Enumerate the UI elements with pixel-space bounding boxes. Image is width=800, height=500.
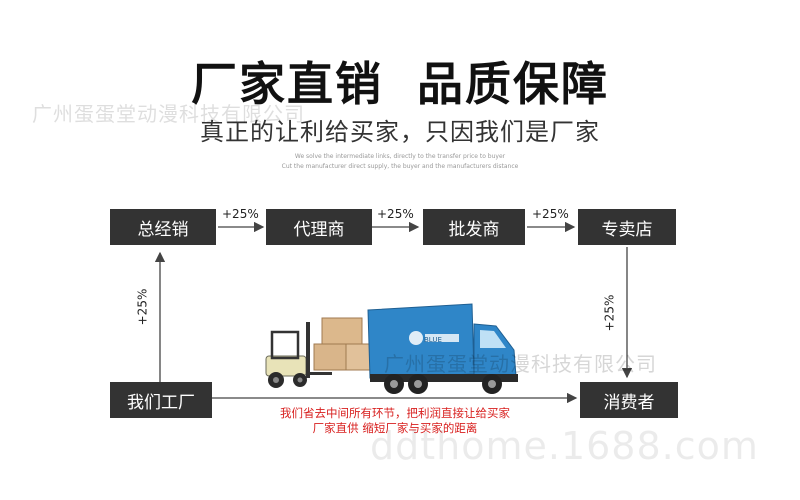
watermark-site: ddthome.1688.com — [370, 424, 759, 468]
direct-note-line-1: 我们省去中间所有环节，把利润直接让给买家 — [280, 406, 510, 420]
forklift-truck-illustration: BLUE — [265, 303, 518, 394]
direct-note-line-2: 厂家直供 缩短厂家与买家的距离 — [312, 421, 478, 435]
truck-icon — [367, 303, 518, 394]
node-agent: 代理商 — [266, 209, 372, 245]
fine-print-line-2: Cut the manufacturer direct supply, the … — [281, 163, 519, 170]
node-general-distributor: 总经销 — [110, 209, 216, 245]
markup-agent-to-wholesaler: +25% — [377, 207, 414, 221]
node-consumer: 消费者 — [580, 382, 678, 418]
markup-general-to-agent: +25% — [222, 207, 259, 221]
markup-store-to-consumer: +25% — [602, 294, 617, 332]
cargo-boxes-icon — [313, 317, 373, 371]
node-store: 专卖店 — [578, 209, 676, 245]
markup-wholesaler-to-store: +25% — [532, 207, 569, 221]
headline-part1: 厂家直销 — [191, 57, 383, 111]
forklift-icon — [265, 322, 332, 388]
markup-factory-to-general: +25% — [135, 288, 150, 326]
headline-part2: 品质保障 — [417, 57, 609, 111]
page-title: 厂家直销品质保障 — [0, 48, 800, 114]
node-factory: 我们工厂 — [110, 382, 212, 418]
subtitle: 真正的让利给买家，只因我们是厂家 — [200, 118, 600, 146]
node-wholesaler: 批发商 — [423, 209, 525, 245]
watermark-company-middle: 广州蛋蛋堂动漫科技有限公司 — [384, 352, 657, 376]
fine-print-line-1: We solve the intermediate links, directl… — [294, 153, 506, 160]
truck-logo-text: BLUE — [424, 336, 442, 344]
watermark-company-top: 广州蛋蛋堂动漫科技有限公司 — [32, 102, 305, 126]
